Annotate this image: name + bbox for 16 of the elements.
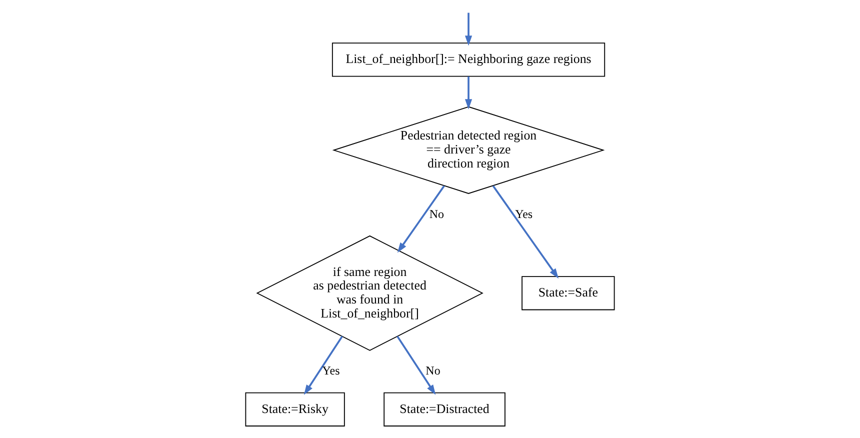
node-box: List_of_neighbor[]:= Neighboring gaze regions: [332, 42, 606, 77]
node-box: State:=Risky: [245, 392, 345, 426]
node-box: State:=Safe: [522, 276, 615, 310]
node-diamond: Pedestrian detected region == driver’s gaze direction region: [332, 106, 605, 194]
node-diamond: if same region as pedestrian detected was found in List_of_neighbor[]: [256, 235, 484, 351]
edge-label: No: [426, 364, 440, 378]
arrow: [304, 336, 343, 395]
arrow: [464, 12, 472, 46]
edge-label: Yes: [515, 206, 533, 221]
edge-label: Yes: [322, 364, 340, 378]
edge-label: No: [429, 206, 444, 221]
arrow: [492, 185, 559, 279]
node-box: State:=Distracted: [384, 392, 506, 426]
arrow: [464, 76, 472, 110]
arrow: [397, 185, 445, 253]
arrow: [396, 336, 436, 395]
